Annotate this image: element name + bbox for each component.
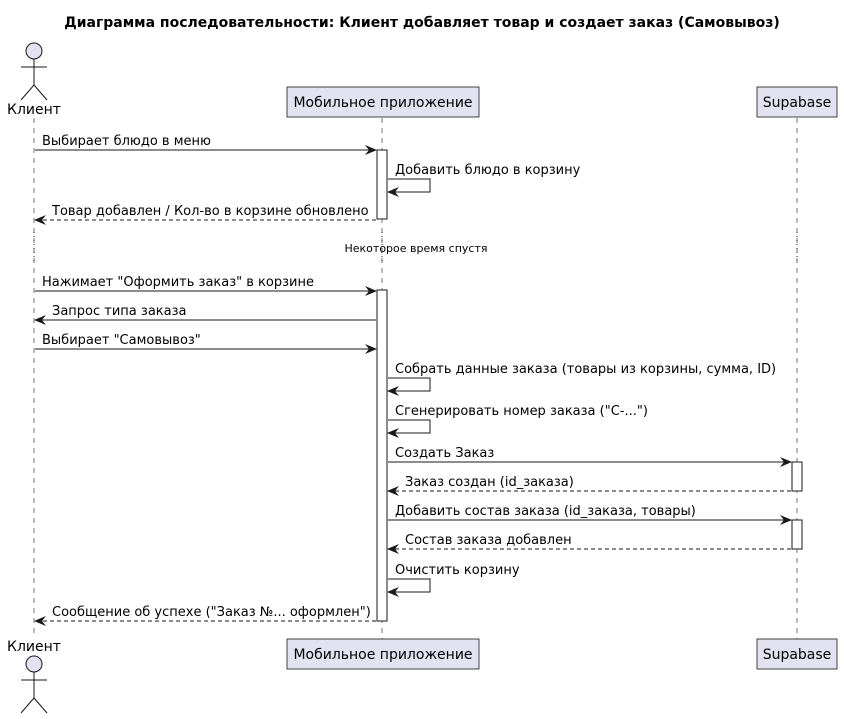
participant-app-top: Мобильное приложение bbox=[286, 86, 480, 118]
message-label: Товар добавлен / Кол-во в корзине обновл… bbox=[51, 204, 369, 219]
participant-app-label: Мобильное приложение bbox=[293, 95, 472, 111]
divider-label: Некоторое время спустя bbox=[345, 242, 488, 255]
message-label: Добавить блюдо в корзину bbox=[395, 163, 581, 178]
message-label: Состав заказа добавлен bbox=[405, 533, 572, 548]
participant-app-bottom: Мобильное приложение bbox=[286, 638, 480, 670]
actor-icon bbox=[20, 655, 48, 714]
message-choose-pickup: Выбирает "Самовывоз" bbox=[35, 333, 377, 354]
message-order-type-request: Запрос типа заказа bbox=[34, 304, 376, 325]
message-select-dish: Выбирает блюдо в меню bbox=[35, 134, 377, 155]
participant-db-label: Supabase bbox=[763, 647, 832, 663]
participant-client-bottom: Клиент bbox=[7, 639, 61, 714]
activation-app-2 bbox=[376, 289, 388, 622]
message-label: Выбирает блюдо в меню bbox=[42, 134, 211, 149]
message-label: Заказ создан (id_заказа) bbox=[405, 475, 574, 490]
participant-client-label: Клиент bbox=[7, 639, 61, 655]
message-label: Очистить корзину bbox=[395, 563, 520, 578]
message-label: Нажимает "Оформить заказ" в корзине bbox=[42, 275, 314, 290]
message-success: Сообщение об успехе ("Заказ №... оформле… bbox=[34, 605, 376, 626]
message-add-order-items: Добавить состав заказа (id_заказа, товар… bbox=[388, 504, 792, 525]
message-clear-cart: Очистить корзину bbox=[387, 563, 520, 597]
message-order-items-added: Состав заказа добавлен bbox=[387, 533, 791, 554]
diagram-title: Диаграмма последовательности: Клиент доб… bbox=[64, 15, 780, 31]
activation-db-1 bbox=[791, 461, 803, 492]
message-checkout: Нажимает "Оформить заказ" в корзине bbox=[35, 275, 377, 296]
time-divider: Некоторое время спустя bbox=[33, 232, 798, 262]
message-collect-order-data: Собрать данные заказа (товары из корзины… bbox=[387, 362, 776, 396]
activation-db-2 bbox=[791, 519, 803, 550]
participant-db-top: Supabase bbox=[756, 86, 838, 118]
message-order-created: Заказ создан (id_заказа) bbox=[387, 475, 791, 496]
participant-client-label: Клиент bbox=[7, 102, 61, 118]
message-label: Создать Заказ bbox=[395, 446, 494, 461]
message-label: Сгенерировать номер заказа ("C-...") bbox=[395, 404, 648, 419]
participant-db-label: Supabase bbox=[763, 95, 832, 111]
actor-icon bbox=[20, 42, 48, 101]
participant-db-bottom: Supabase bbox=[756, 638, 838, 670]
activation-app-1 bbox=[376, 149, 388, 220]
message-label: Выбирает "Самовывоз" bbox=[42, 333, 201, 348]
message-item-added: Товар добавлен / Кол-во в корзине обновл… bbox=[34, 204, 376, 225]
message-label: Добавить состав заказа (id_заказа, товар… bbox=[395, 504, 696, 519]
message-add-to-cart: Добавить блюдо в корзину bbox=[387, 163, 581, 197]
message-label: Собрать данные заказа (товары из корзины… bbox=[395, 362, 776, 377]
message-label: Сообщение об успехе ("Заказ №... оформле… bbox=[52, 605, 371, 620]
participant-client-top: Клиент bbox=[7, 42, 61, 118]
message-create-order: Создать Заказ bbox=[388, 446, 792, 467]
message-generate-order-number: Сгенерировать номер заказа ("C-...") bbox=[387, 404, 648, 438]
message-label: Запрос типа заказа bbox=[52, 304, 186, 319]
participant-app-label: Мобильное приложение bbox=[293, 647, 472, 663]
